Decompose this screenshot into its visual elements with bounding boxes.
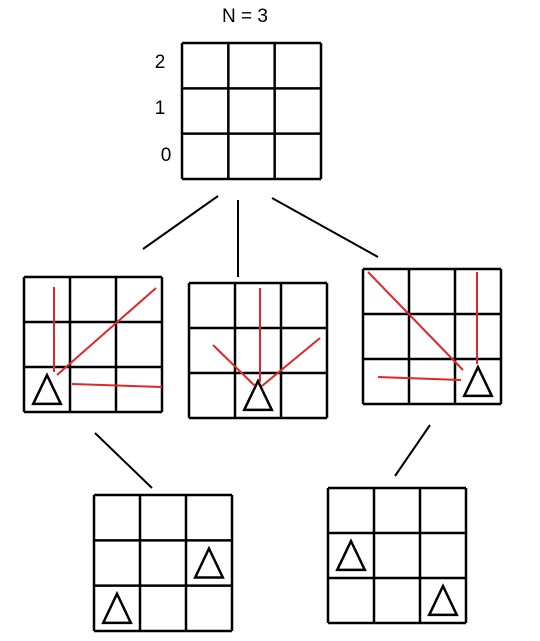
attack-line-diagonal <box>367 271 464 371</box>
attack-line-diagonal <box>56 287 157 376</box>
row-label-0: 0 <box>160 145 172 166</box>
attack-line-diagonal-left <box>212 344 256 387</box>
board-level1-col0 <box>22 275 164 414</box>
page-title: N = 3 <box>222 6 268 27</box>
triangle-icon <box>193 545 225 579</box>
edge-left-to-bottom-left <box>94 432 153 489</box>
tree-edges <box>94 195 431 489</box>
attack-line-right <box>71 383 163 388</box>
attack-line-left <box>377 376 462 381</box>
edge-root-to-left <box>142 195 219 250</box>
board-root <box>180 41 323 181</box>
triangle-icon <box>335 538 367 572</box>
row-label-2: 2 <box>154 52 166 73</box>
row-label-1: 1 <box>154 98 166 119</box>
board-level2-from-col2 <box>326 486 468 625</box>
triangle-icon <box>462 364 494 398</box>
triangle-icon <box>427 583 459 617</box>
triangle-icon <box>31 372 63 406</box>
board-level1-col1 <box>187 281 329 420</box>
board-level2-from-col0 <box>92 493 234 633</box>
edge-right-to-bottom-right <box>394 424 431 477</box>
attack-line-diagonal-right <box>261 337 321 387</box>
edge-root-to-right <box>271 197 379 258</box>
attack-lines <box>53 271 478 388</box>
triangle-icon <box>242 378 274 412</box>
triangle-icon <box>101 590 133 625</box>
